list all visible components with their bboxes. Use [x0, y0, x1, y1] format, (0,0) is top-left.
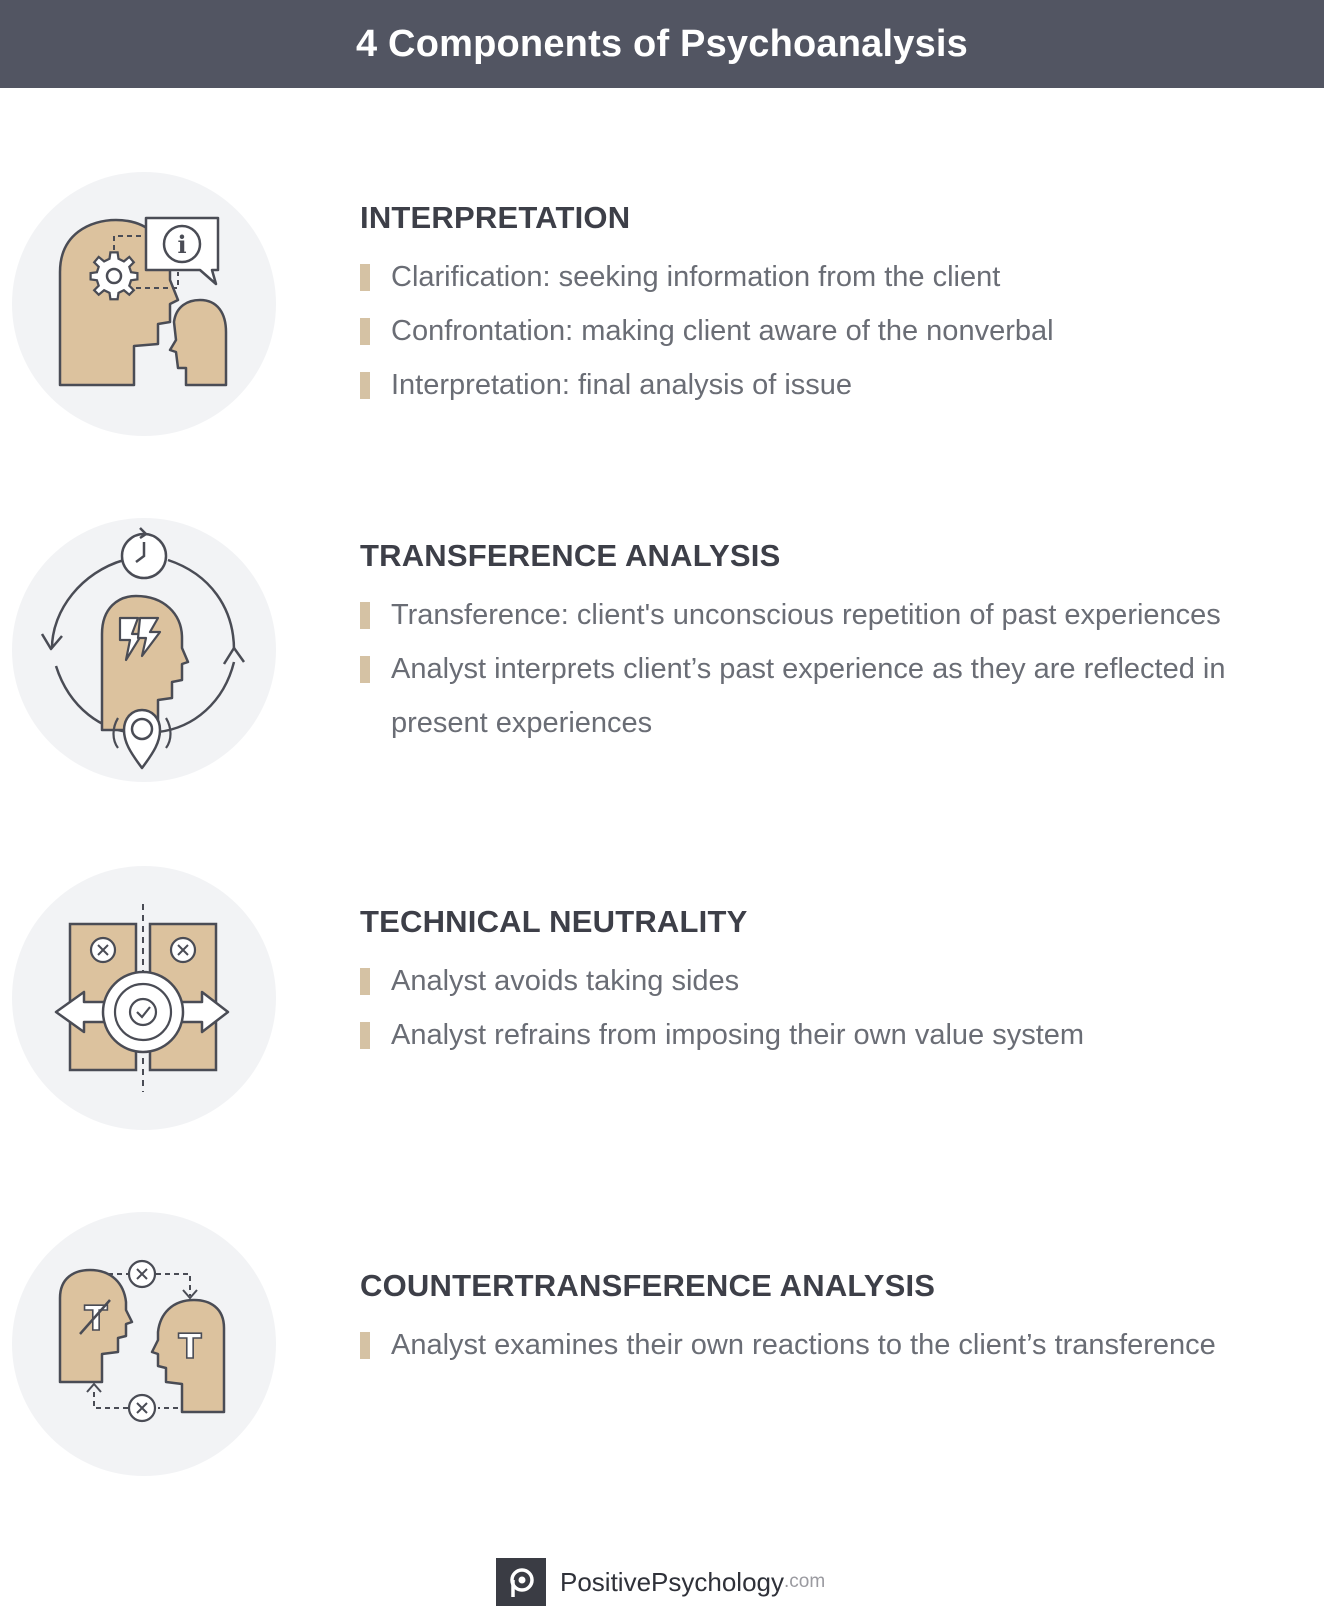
svg-text:i: i: [177, 230, 186, 259]
bullet-marker: [360, 264, 370, 291]
page-title: 4 Components of Psychoanalysis: [355, 22, 969, 65]
bullet-marker: [360, 372, 370, 399]
list-item: Analyst interprets client’s past experie…: [360, 642, 1300, 750]
bullet-marker: [360, 656, 370, 683]
section-title: TECHNICAL NEUTRALITY: [360, 904, 748, 939]
section-title: INTERPRETATION: [360, 200, 631, 235]
two-heads-exchange-icon: T T: [12, 1212, 276, 1476]
bullet-text: Analyst interprets client’s past experie…: [391, 653, 1226, 739]
bullet-text: Analyst examines their own reactions to …: [391, 1329, 1216, 1361]
bullet-marker: [360, 1022, 370, 1049]
bullet-marker: [360, 318, 370, 345]
bullet-text: Analyst refrains from imposing their own…: [391, 1019, 1085, 1051]
list-item: Transference: client's unconscious repet…: [360, 588, 1300, 642]
brand-suffix: .com: [784, 1571, 826, 1592]
bullet-text: Analyst avoids taking sides: [391, 965, 740, 997]
bullet-list: Clarification: seeking information from …: [360, 250, 1300, 412]
list-item: Confrontation: making client aware of th…: [360, 304, 1300, 358]
brand-logo-icon: [496, 1558, 546, 1606]
list-item: Analyst examines their own reactions to …: [360, 1318, 1300, 1372]
bullet-list: Analyst examines their own reactions to …: [360, 1318, 1300, 1372]
list-item: Interpretation: final analysis of issue: [360, 358, 1300, 412]
footer-brand: PositivePsychology.com: [496, 1558, 826, 1606]
bullet-list: Analyst avoids taking sides Analyst refr…: [360, 954, 1300, 1062]
list-item: Analyst refrains from imposing their own…: [360, 1008, 1300, 1062]
svg-text:T: T: [178, 1327, 202, 1367]
head-lightning-cycle-icon: [12, 518, 276, 782]
bullet-marker: [360, 968, 370, 995]
section-title: COUNTERTRANSFERENCE ANALYSIS: [360, 1268, 936, 1303]
brand-name: PositivePsychology: [560, 1566, 784, 1597]
bullet-marker: [360, 1332, 370, 1359]
bullet-text: Confrontation: making client aware of th…: [391, 315, 1054, 347]
page-header: 4 Components of Psychoanalysis: [0, 0, 1324, 88]
list-item: Clarification: seeking information from …: [360, 250, 1300, 304]
bullet-list: Transference: client's unconscious repet…: [360, 588, 1300, 750]
bullet-text: Transference: client's unconscious repet…: [391, 599, 1221, 631]
list-item: Analyst avoids taking sides: [360, 954, 1300, 1008]
bullet-text: Interpretation: final analysis of issue: [391, 369, 853, 401]
bullet-marker: [360, 602, 370, 629]
section-title: TRANSFERENCE ANALYSIS: [360, 538, 781, 573]
neutral-arrows-check-icon: [12, 866, 276, 1130]
bullet-text: Clarification: seeking information from …: [391, 261, 1001, 293]
head-gear-info-icon: i: [12, 172, 276, 436]
